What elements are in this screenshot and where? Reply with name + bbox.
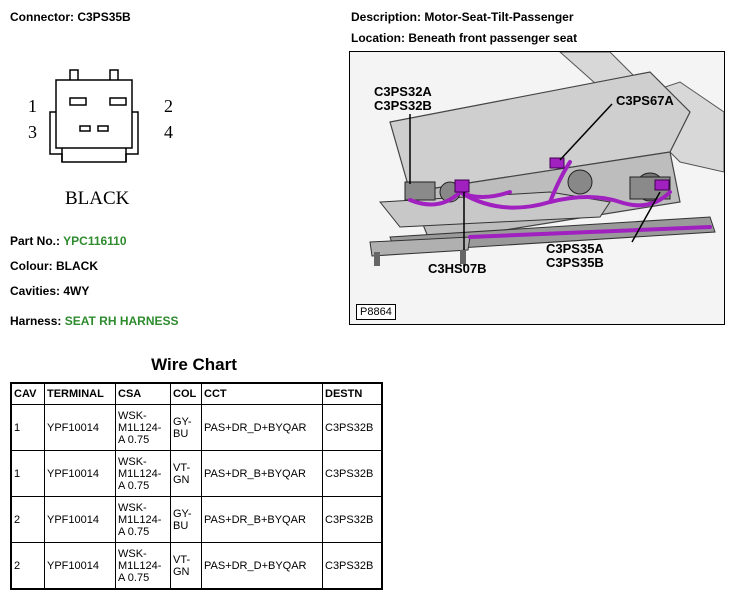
table-row: 1 YPF10014 WSK- M1L124- A 0.75 GY- BU PA… bbox=[10, 404, 383, 451]
cell-col: VT- GN bbox=[170, 450, 202, 497]
cell-col: GY- BU bbox=[170, 404, 202, 451]
table-row: 2 YPF10014 WSK- M1L124- A 0.75 VT- GN PA… bbox=[10, 542, 383, 590]
cell-csa-text: WSK- M1L124- A 0.75 bbox=[118, 455, 162, 492]
part-no-link[interactable]: YPC116110 bbox=[63, 234, 127, 248]
cell-terminal: YPF10014 bbox=[44, 404, 116, 451]
cell-col-text: GY- BU bbox=[173, 507, 192, 532]
cell-terminal: YPF10014 bbox=[44, 542, 116, 590]
harness-link[interactable]: SEAT RH HARNESS bbox=[64, 314, 179, 328]
connector-face-diagram: 1 2 3 4 BLACK bbox=[18, 62, 198, 212]
cell-cct: PAS+DR_D+BYQAR bbox=[201, 542, 323, 590]
cell-destn: C3PS32B bbox=[322, 496, 383, 543]
cell-cav: 1 bbox=[10, 450, 45, 497]
cell-csa-text: WSK- M1L124- A 0.75 bbox=[118, 501, 162, 538]
col-header-cav: CAV bbox=[10, 382, 45, 405]
harness-label: Harness: bbox=[10, 314, 62, 328]
part-no-label: Part No.: bbox=[10, 234, 61, 248]
table-row: 2 YPF10014 WSK- M1L124- A 0.75 GY- BU PA… bbox=[10, 496, 383, 543]
callout-c3hs07b: C3HS07B bbox=[428, 261, 487, 276]
cell-csa: WSK- M1L124- A 0.75 bbox=[115, 404, 171, 451]
col-header-terminal: TERMINAL bbox=[44, 382, 116, 405]
part-no-field: Part No.: YPC116110 bbox=[10, 234, 127, 248]
cell-terminal: YPF10014 bbox=[44, 496, 116, 543]
cell-cct: PAS+DR_B+BYQAR bbox=[201, 450, 323, 497]
cell-cav: 2 bbox=[10, 496, 45, 543]
connector-value: C3PS35B bbox=[77, 10, 131, 24]
cell-destn: C3PS32B bbox=[322, 404, 383, 451]
cell-destn: C3PS32B bbox=[322, 450, 383, 497]
location-illustration: C3PS32A C3PS32B C3PS67A C3HS07B C3PS35A … bbox=[349, 51, 725, 325]
pin-4-number: 4 bbox=[164, 122, 173, 142]
description-field: Description: Motor-Seat-Tilt-Passenger bbox=[351, 10, 574, 24]
cell-csa-text: WSK- M1L124- A 0.75 bbox=[118, 547, 162, 584]
location-value: Beneath front passenger seat bbox=[408, 31, 578, 45]
connector-label: Connector: bbox=[10, 10, 74, 24]
cell-col: GY- BU bbox=[170, 496, 202, 543]
cell-csa: WSK- M1L124- A 0.75 bbox=[115, 542, 171, 590]
callout-c3ps32: C3PS32A C3PS32B bbox=[374, 85, 432, 113]
plate-number: P8864 bbox=[356, 304, 396, 320]
cell-cav: 1 bbox=[10, 404, 45, 451]
col-header-col: COL bbox=[170, 382, 202, 405]
cell-terminal: YPF10014 bbox=[44, 450, 116, 497]
cell-cct: PAS+DR_B+BYQAR bbox=[201, 496, 323, 543]
pin-3-number: 3 bbox=[28, 122, 37, 142]
colour-field: Colour: BLACK bbox=[10, 259, 98, 273]
callout-c3ps32a: C3PS32A bbox=[374, 84, 432, 99]
table-row: 1 YPF10014 WSK- M1L124- A 0.75 VT- GN PA… bbox=[10, 450, 383, 497]
cavities-field: Cavities: 4WY bbox=[10, 284, 89, 298]
location-field: Location: Beneath front passenger seat bbox=[351, 31, 577, 45]
cell-cav: 2 bbox=[10, 542, 45, 590]
callout-c3ps35: C3PS35A C3PS35B bbox=[546, 242, 604, 270]
wire-chart-title: Wire Chart bbox=[151, 355, 237, 374]
colour-value: BLACK bbox=[56, 259, 98, 273]
cell-col-text: GY- BU bbox=[173, 415, 192, 440]
wire-chart-table: CAV TERMINAL CSA COL CCT DESTN 1 YPF1001… bbox=[10, 382, 383, 590]
description-value: Motor-Seat-Tilt-Passenger bbox=[424, 10, 574, 24]
description-label: Description: bbox=[351, 10, 422, 24]
seat-frame-drawing bbox=[350, 52, 724, 324]
cavities-label: Cavities: bbox=[10, 284, 61, 298]
cell-destn: C3PS32B bbox=[322, 542, 383, 590]
pin-2-number: 2 bbox=[164, 96, 173, 116]
cell-csa: WSK- M1L124- A 0.75 bbox=[115, 450, 171, 497]
connector-color-caption: BLACK bbox=[65, 188, 130, 209]
cell-cct: PAS+DR_D+BYQAR bbox=[201, 404, 323, 451]
cell-csa: WSK- M1L124- A 0.75 bbox=[115, 496, 171, 543]
callout-c3ps35b: C3PS35B bbox=[546, 255, 604, 270]
cell-col-text: VT- GN bbox=[173, 553, 191, 578]
cell-col-text: VT- GN bbox=[173, 461, 191, 486]
cell-col: VT- GN bbox=[170, 542, 202, 590]
col-header-destn: DESTN bbox=[322, 382, 383, 405]
callout-c3ps67a: C3PS67A bbox=[616, 93, 674, 108]
callout-c3ps35a: C3PS35A bbox=[546, 241, 604, 256]
col-header-csa: CSA bbox=[115, 382, 171, 405]
cell-csa-text: WSK- M1L124- A 0.75 bbox=[118, 409, 162, 446]
col-header-cct: CCT bbox=[201, 382, 323, 405]
colour-label: Colour: bbox=[10, 259, 53, 273]
table-header-row: CAV TERMINAL CSA COL CCT DESTN bbox=[10, 382, 383, 405]
cavities-value: 4WY bbox=[63, 284, 90, 298]
pin-1-number: 1 bbox=[28, 96, 37, 116]
connector-field: Connector: C3PS35B bbox=[10, 10, 131, 24]
harness-field: Harness: SEAT RH HARNESS bbox=[10, 314, 179, 328]
location-label: Location: bbox=[351, 31, 405, 45]
callout-c3ps32b: C3PS32B bbox=[374, 98, 432, 113]
